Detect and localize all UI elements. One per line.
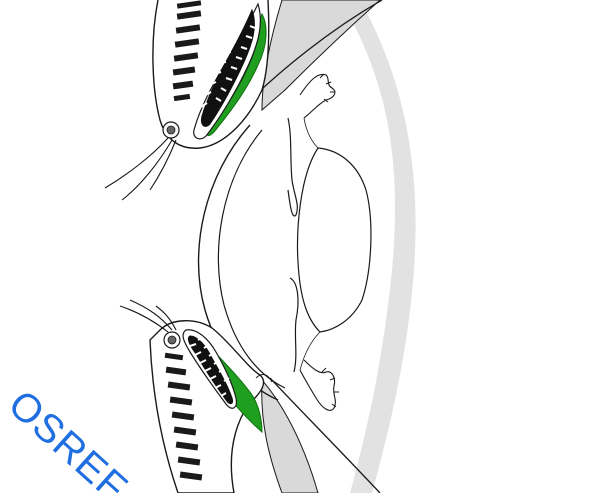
lens bbox=[296, 147, 372, 333]
sclera-outline-lower bbox=[269, 377, 381, 493]
upper-meibomian-lobules bbox=[200, 18, 256, 108]
upper-orbicularis-bands bbox=[172, 0, 202, 102]
lower-follicle-core bbox=[167, 335, 177, 345]
sclera-shadow-band bbox=[340, 0, 416, 493]
upper-meibomian-gland bbox=[201, 8, 255, 127]
iris-upper bbox=[287, 117, 298, 217]
cornea-inner bbox=[217, 129, 286, 389]
upper-follicle-core bbox=[166, 125, 176, 135]
iris-lower bbox=[289, 277, 299, 373]
zonule-lower bbox=[299, 331, 321, 371]
ciliary-processes-upper bbox=[319, 73, 335, 103]
zonule-upper bbox=[303, 117, 319, 149]
ciliary-body-lower bbox=[299, 359, 336, 411]
ciliary-processes-lower bbox=[321, 367, 339, 408]
lower-eyelashes bbox=[119, 299, 177, 333]
lower-fornix-notch bbox=[255, 374, 273, 383]
ciliary-body-upper bbox=[299, 73, 336, 119]
upper-conjunctiva-grey bbox=[261, 0, 381, 112]
upper-eyelashes bbox=[104, 137, 177, 201]
lower-meibomian-lobules bbox=[189, 336, 230, 397]
lower-orbicularis-bands bbox=[164, 352, 203, 481]
